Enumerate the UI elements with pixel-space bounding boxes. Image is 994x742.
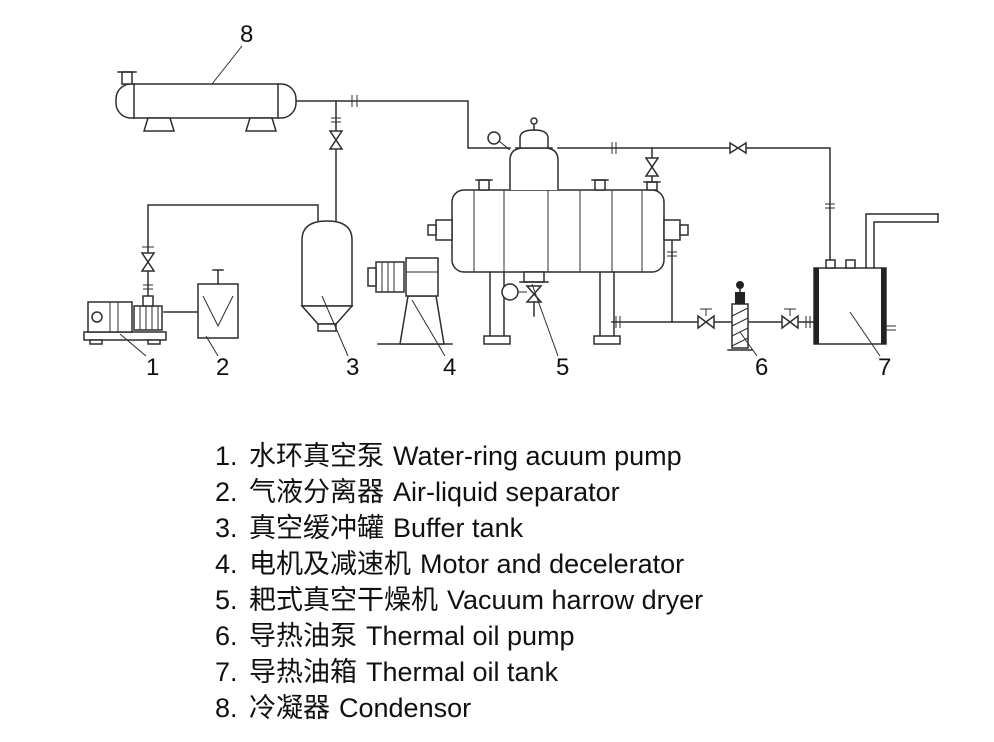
legend-chinese: 电机及减速机	[249, 549, 411, 579]
legend-chinese: 气液分离器	[249, 477, 384, 507]
legend-item: 2. 气液分离器 Air-liquid separator	[215, 474, 703, 510]
legend-item: 5. 耙式真空干燥机 Vacuum harrow dryer	[215, 582, 703, 618]
legend-number: 4.	[215, 549, 238, 579]
legend-item: 1. 水环真空泵 Water-ring acuum pump	[215, 438, 703, 474]
legend-english: Buffer tank	[393, 513, 524, 543]
valve-icon	[140, 246, 156, 272]
legend-number: 3.	[215, 513, 238, 543]
legend-number: 2.	[215, 477, 238, 507]
legend-english: Water-ring acuum pump	[393, 441, 682, 471]
valve-icon	[729, 141, 747, 155]
legend-number: 7.	[215, 657, 238, 687]
legend-item: 8. 冷凝器 Condensor	[215, 690, 703, 726]
legend-english: Motor and decelerator	[420, 549, 685, 579]
legend-english: Thermal oil pump	[366, 621, 575, 651]
thermal-oil-pump	[727, 281, 753, 351]
label-3: 3	[346, 354, 359, 381]
valve-icon	[697, 308, 715, 330]
legend-item: 3. 真空缓冲罐 Buffer tank	[215, 510, 703, 546]
legend-chinese: 导热油箱	[249, 657, 357, 687]
process-flow-diagram: 1 2 3 4 5 6 7 8	[83, 21, 939, 381]
thermal-oil-tank	[813, 259, 896, 345]
label-6: 6	[755, 354, 768, 381]
legend-english: Vacuum harrow dryer	[447, 585, 704, 615]
legend-chinese: 真空缓冲罐	[249, 513, 384, 543]
legend-item: 7. 导热油箱 Thermal oil tank	[215, 654, 703, 690]
legend-english: Thermal oil tank	[366, 657, 559, 687]
legend-item: 4. 电机及减速机 Motor and decelerator	[215, 546, 703, 582]
water-ring-vacuum-pump	[83, 295, 167, 345]
legend-chinese: 冷凝器	[249, 693, 330, 723]
legend-number: 1.	[215, 441, 238, 471]
valve-icon	[781, 308, 799, 330]
legend: 1. 水环真空泵 Water-ring acuum pump 2. 气液分离器 Air-…	[215, 438, 703, 726]
label-1: 1	[146, 354, 159, 381]
legend-item: 6. 导热油泵 Thermal oil pump	[215, 618, 703, 654]
leader-lines	[119, 45, 881, 357]
legend-number: 8.	[215, 693, 238, 723]
label-7: 7	[878, 354, 891, 381]
legend-number: 6.	[215, 621, 238, 651]
air-liquid-separator	[197, 283, 239, 339]
legend-chinese: 水环真空泵	[249, 441, 384, 471]
valve-icon	[644, 157, 660, 177]
label-4: 4	[443, 354, 456, 381]
legend-english: Air-liquid separator	[393, 477, 620, 507]
vacuum-harrow-dryer	[427, 117, 689, 345]
valve-icon	[328, 130, 344, 150]
label-2: 2	[216, 354, 229, 381]
condenser	[115, 71, 297, 132]
legend-english: Condensor	[339, 693, 472, 723]
equipment-labels: 1 2 3 4 5 6 7 8	[146, 21, 891, 381]
legend-chinese: 导热油泵	[249, 621, 357, 651]
buffer-tank	[300, 220, 354, 332]
label-5: 5	[556, 354, 569, 381]
valve-symbols	[140, 130, 799, 330]
label-8: 8	[240, 21, 253, 48]
legend-chinese: 耙式真空干燥机	[249, 585, 438, 615]
motor-and-decelerator	[367, 257, 453, 345]
legend-number: 5.	[215, 585, 238, 615]
